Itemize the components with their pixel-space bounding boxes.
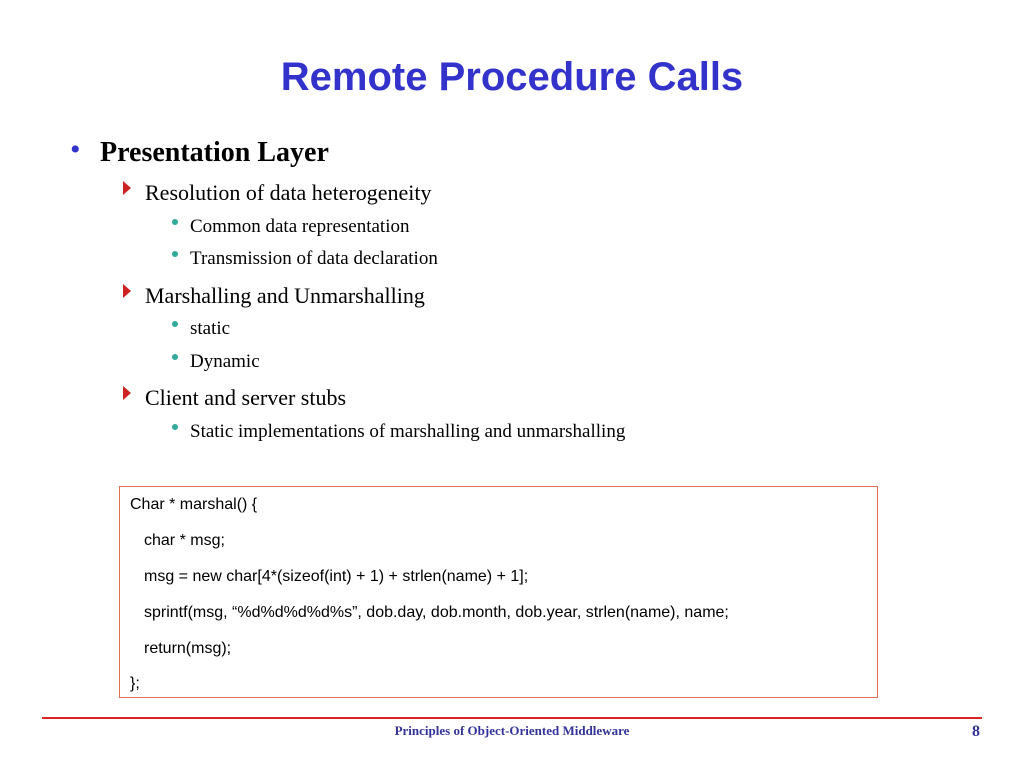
triangle-bullet-icon bbox=[123, 284, 131, 298]
triangle-bullet-icon bbox=[123, 386, 131, 400]
bullet-icon: • bbox=[70, 133, 81, 166]
dot-bullet-icon bbox=[172, 321, 178, 327]
page-number: 8 bbox=[972, 723, 980, 740]
section-label: Resolution of data heterogeneity bbox=[145, 180, 432, 205]
code-line: char * msg; bbox=[144, 532, 225, 549]
dot-bullet-icon bbox=[172, 354, 178, 360]
code-line: Char * marshal() { bbox=[130, 496, 258, 513]
footer-title: Principles of Object-Oriented Middleware bbox=[394, 723, 630, 738]
code-line: return(msg); bbox=[144, 640, 232, 657]
list-item: Static implementations of marshalling an… bbox=[190, 421, 626, 442]
section-label: Marshalling and Unmarshalling bbox=[145, 283, 425, 308]
heading-presentation-layer: Presentation Layer bbox=[100, 137, 329, 168]
dot-bullet-icon bbox=[172, 219, 178, 225]
list-item: static bbox=[190, 318, 231, 339]
list-item: Transmission of data declaration bbox=[190, 248, 438, 269]
slide-title: Remote Procedure Calls bbox=[280, 55, 744, 99]
list-item: Dynamic bbox=[190, 351, 260, 372]
list-item: Common data representation bbox=[190, 216, 410, 237]
code-box: Char * marshal() { char * msg; msg = new… bbox=[119, 486, 878, 698]
dot-bullet-icon bbox=[172, 251, 178, 257]
code-line: msg = new char[4*(sizeof(int) + 1) + str… bbox=[144, 568, 529, 585]
section-label: Client and server stubs bbox=[145, 385, 347, 410]
dot-bullet-icon bbox=[172, 424, 178, 430]
code-line: }; bbox=[130, 675, 140, 692]
triangle-bullet-icon bbox=[123, 181, 131, 195]
footer-divider bbox=[42, 717, 982, 719]
code-line: sprintf(msg, “%d%d%d%d%s”, dob.day, dob.… bbox=[144, 604, 729, 621]
